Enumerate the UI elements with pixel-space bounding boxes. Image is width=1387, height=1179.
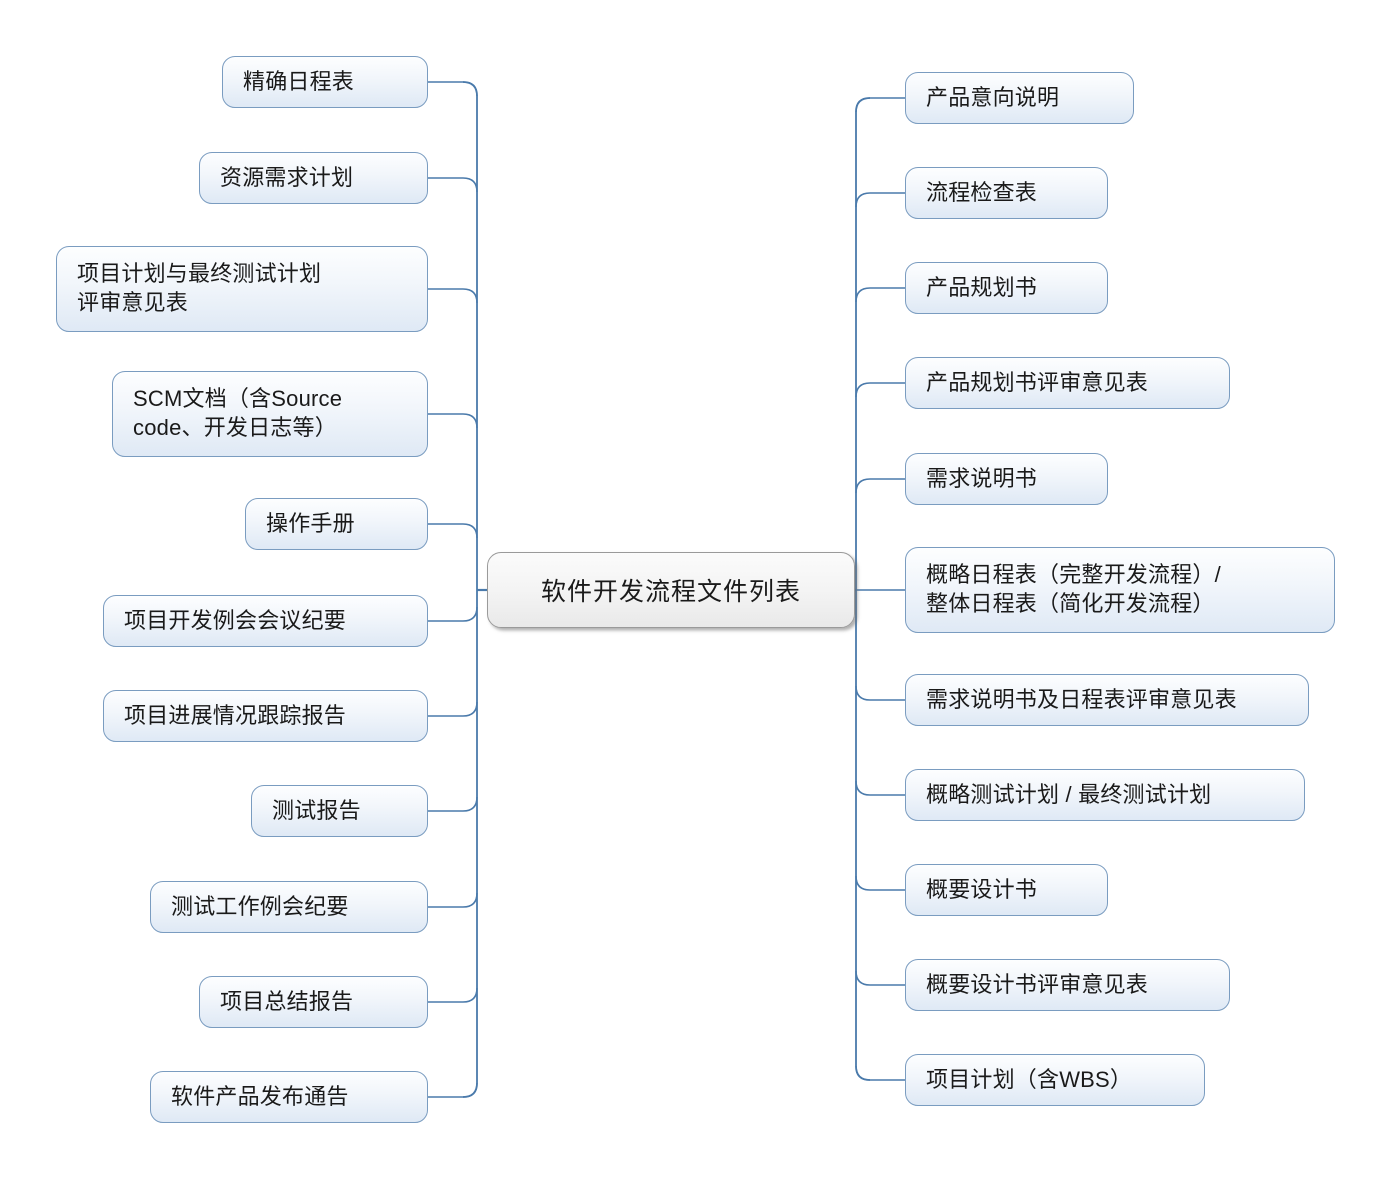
node-right-6[interactable]: 概略日程表（完整开发流程）/ 整体日程表（简化开发流程） [905,547,1335,633]
node-label: 操作手册 [266,510,355,536]
node-right-8[interactable]: 概略测试计划 / 最终测试计划 [905,769,1305,821]
node-label: 需求说明书及日程表评审意见表 [926,686,1237,712]
node-label: 项目进展情况跟踪报告 [124,702,347,728]
node-label: 产品意向说明 [926,84,1060,110]
trunk-right [855,97,871,1081]
node-label: 测试报告 [272,797,361,823]
node-label: 需求说明书 [926,465,1038,491]
node-left-4[interactable]: SCM文档（含Source code、开发日志等） [112,371,428,457]
node-label: 产品规划书评审意见表 [926,369,1149,395]
node-left-8[interactable]: 测试报告 [251,785,428,837]
connector-left-10 [428,987,478,1003]
node-left-10[interactable]: 项目总结报告 [199,976,428,1028]
node-left-11[interactable]: 软件产品发布通告 [150,1071,428,1123]
node-left-1[interactable]: 精确日程表 [222,56,428,108]
connector-left-7 [428,701,478,717]
connector-right-7 [855,685,905,701]
connector-right-2 [855,192,905,208]
node-label: SCM文档（含Source code、开发日志等） [133,386,343,440]
center-node[interactable]: 软件开发流程文件列表 [487,552,855,628]
node-label: 概要设计书评审意见表 [926,971,1149,997]
node-label: 项目计划（含WBS） [926,1066,1133,1092]
node-label: 测试工作例会纪要 [171,893,349,919]
connector-right-1 [855,97,905,113]
center-node-label: 软件开发流程文件列表 [540,578,801,606]
node-label: 精确日程表 [243,68,355,94]
node-right-7[interactable]: 需求说明书及日程表评审意见表 [905,674,1309,726]
node-label: 项目总结报告 [220,988,354,1014]
node-right-5[interactable]: 需求说明书 [905,453,1108,505]
node-left-6[interactable]: 项目开发例会会议纪要 [103,595,428,647]
node-right-2[interactable]: 流程检查表 [905,167,1108,219]
node-label: 概略测试计划 / 最终测试计划 [926,781,1212,807]
connector-left-3 [428,288,478,304]
node-label: 流程检查表 [926,179,1038,205]
connector-left-1 [428,81,478,97]
connector-right-3 [855,287,905,303]
node-label: 产品规划书 [926,274,1038,300]
node-left-3[interactable]: 项目计划与最终测试计划 评审意见表 [56,246,428,332]
node-right-4[interactable]: 产品规划书评审意见表 [905,357,1230,409]
node-left-5[interactable]: 操作手册 [245,498,428,550]
connector-left-8 [428,796,478,812]
node-label: 资源需求计划 [220,164,354,190]
node-label: 概要设计书 [926,876,1038,902]
trunk-left [462,81,478,1098]
node-label: 项目开发例会会议纪要 [124,607,347,633]
connector-right-4 [855,382,905,398]
connector-left-5 [428,523,478,539]
node-right-3[interactable]: 产品规划书 [905,262,1108,314]
connector-right-8 [855,780,905,796]
node-right-1[interactable]: 产品意向说明 [905,72,1134,124]
connector-right-9 [855,875,905,891]
connector-left-11 [428,1082,478,1098]
connector-left-2 [428,177,478,193]
node-left-2[interactable]: 资源需求计划 [199,152,428,204]
node-right-11[interactable]: 项目计划（含WBS） [905,1054,1205,1106]
connector-left-9 [428,892,478,908]
connector-left-6 [428,606,478,622]
node-label: 软件产品发布通告 [171,1083,349,1109]
connector-right-10 [855,970,905,986]
node-label: 项目计划与最终测试计划 评审意见表 [77,261,322,315]
node-right-10[interactable]: 概要设计书评审意见表 [905,959,1230,1011]
connector-right-5 [855,478,905,494]
node-right-9[interactable]: 概要设计书 [905,864,1108,916]
connector-left-4 [428,413,478,429]
node-left-9[interactable]: 测试工作例会纪要 [150,881,428,933]
connector-right-11 [855,1065,905,1081]
node-label: 概略日程表（完整开发流程）/ 整体日程表（简化开发流程） [926,562,1221,616]
node-left-7[interactable]: 项目进展情况跟踪报告 [103,690,428,742]
